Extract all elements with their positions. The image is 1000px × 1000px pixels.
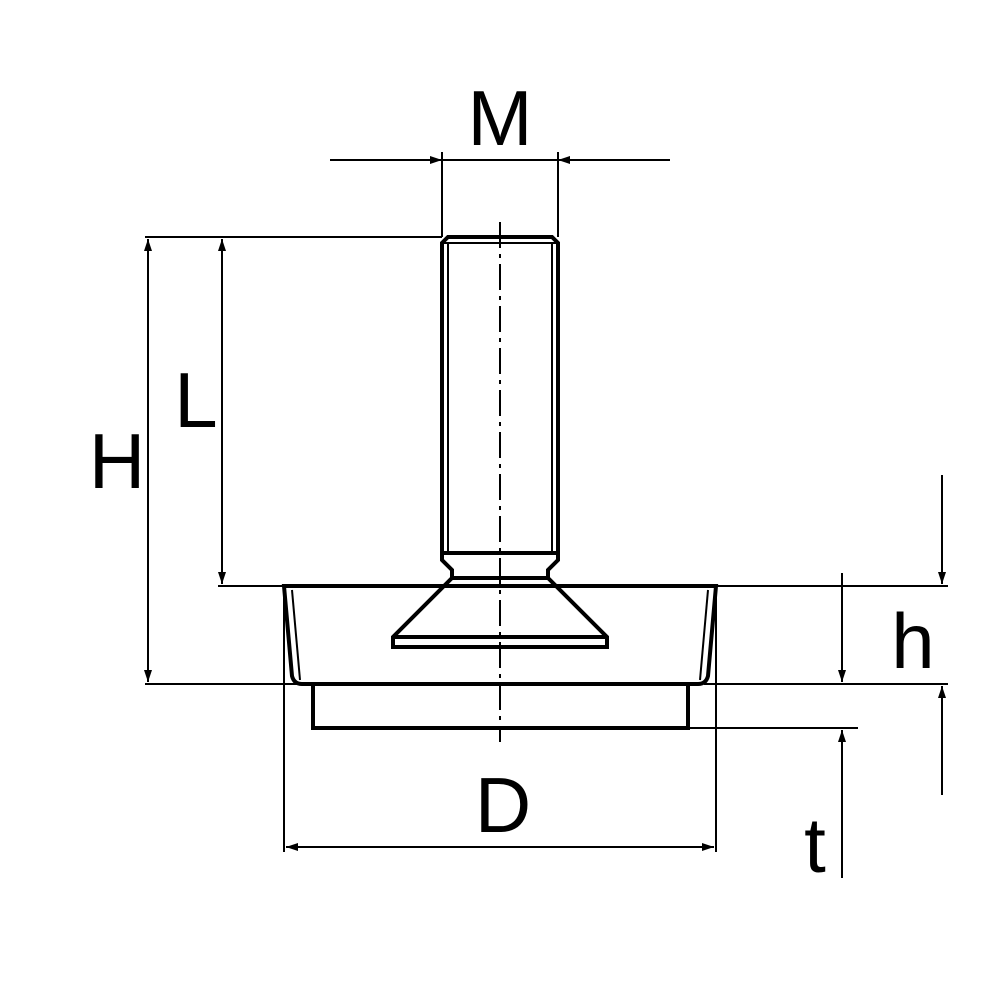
dimension-M: M xyxy=(330,74,670,237)
label-L: L xyxy=(174,356,217,444)
label-h: h xyxy=(891,597,934,685)
dimension-t: t xyxy=(690,573,858,889)
label-D: D xyxy=(475,761,531,849)
dimension-H: H xyxy=(89,236,442,685)
dimension-D: D xyxy=(283,586,717,852)
label-H: H xyxy=(89,417,145,505)
label-M: M xyxy=(468,74,533,162)
label-t: t xyxy=(804,801,826,889)
dimension-h: h xyxy=(704,475,948,795)
dimension-L: L xyxy=(174,239,284,587)
